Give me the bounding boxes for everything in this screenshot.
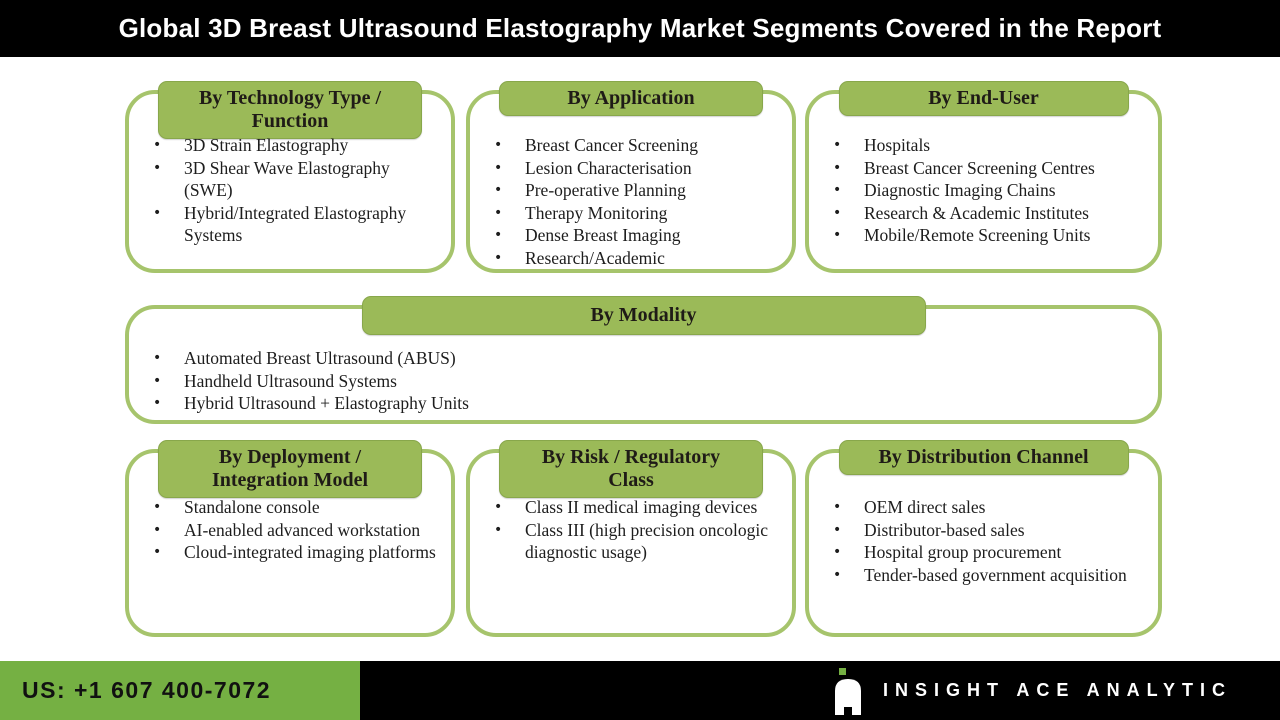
- segment-list-deployment: Standalone console AI-enabled advanced w…: [129, 496, 451, 564]
- list-item: Therapy Monitoring: [470, 202, 778, 225]
- list-item: Tender-based government acquisition: [809, 564, 1144, 587]
- footer-bar: US: +1 607 400-7072 INSIGHT ACE ANALYTIC: [0, 661, 1280, 720]
- segment-list-technology-type: 3D Strain Elastography 3D Shear Wave Ela…: [129, 134, 451, 247]
- list-item: Hospitals: [809, 134, 1144, 157]
- segment-header-modality: By Modality: [361, 296, 926, 335]
- segment-header-risk-class: By Risk / Regulatory Class: [499, 440, 763, 498]
- list-item: Class II medical imaging devices: [470, 496, 778, 519]
- list-item: Research/Academic: [470, 247, 778, 270]
- list-item: Cloud-integrated imaging platforms: [129, 541, 437, 564]
- brand-name: INSIGHT ACE ANALYTIC: [882, 680, 1232, 700]
- segment-header-deployment: By Deployment / Integration Model: [158, 440, 422, 498]
- list-item: Breast Cancer Screening: [470, 134, 778, 157]
- segment-box-distribution: By Distribution Channel OEM direct sales…: [805, 440, 1162, 637]
- insight-ace-logo-icon: [834, 667, 861, 715]
- list-item: OEM direct sales: [809, 496, 1144, 519]
- segment-box-technology-type: By Technology Type / Function 3D Strain …: [125, 81, 455, 273]
- list-item: Handheld Ultrasound Systems: [129, 370, 1144, 393]
- segment-list-end-user: Hospitals Breast Cancer Screening Centre…: [809, 134, 1158, 247]
- segment-box-application: By Application Breast Cancer Screening L…: [466, 81, 796, 273]
- list-item: AI-enabled advanced workstation: [129, 519, 437, 542]
- segment-box-end-user: By End-User Hospitals Breast Cancer Scre…: [805, 81, 1162, 273]
- list-item: Hybrid/Integrated Elastography Systems: [129, 202, 437, 247]
- list-item: Hybrid Ultrasound + Elastography Units: [129, 392, 1144, 415]
- list-item: Dense Breast Imaging: [470, 224, 778, 247]
- list-item: Mobile/Remote Screening Units: [809, 224, 1144, 247]
- segment-box-modality: By Modality Automated Breast Ultrasound …: [125, 296, 1162, 424]
- segment-list-risk-class: Class II medical imaging devices Class I…: [470, 496, 792, 564]
- list-item: Diagnostic Imaging Chains: [809, 179, 1144, 202]
- segment-list-modality: Automated Breast Ultrasound (ABUS) Handh…: [129, 347, 1158, 415]
- segment-header-end-user: By End-User: [838, 81, 1129, 116]
- segment-header-application: By Application: [499, 81, 763, 116]
- segment-header-distribution: By Distribution Channel: [838, 440, 1129, 475]
- list-item: Class III (high precision oncologic diag…: [470, 519, 778, 564]
- title-bar: Global 3D Breast Ultrasound Elastography…: [0, 0, 1280, 57]
- list-item: 3D Shear Wave Elastography (SWE): [129, 157, 437, 202]
- segment-header-technology-type: By Technology Type / Function: [158, 81, 422, 139]
- list-item: Distributor-based sales: [809, 519, 1144, 542]
- footer-contact-block: US: +1 607 400-7072: [0, 661, 360, 720]
- list-item: Standalone console: [129, 496, 437, 519]
- list-item: Hospital group procurement: [809, 541, 1144, 564]
- phone-number: US: +1 607 400-7072: [22, 677, 272, 703]
- segment-box-risk-class: By Risk / Regulatory Class Class II medi…: [466, 440, 796, 637]
- list-item: Lesion Characterisation: [470, 157, 778, 180]
- footer-brand-block: INSIGHT ACE ANALYTIC: [829, 661, 1232, 720]
- list-item: Breast Cancer Screening Centres: [809, 157, 1144, 180]
- list-item: 3D Strain Elastography: [129, 134, 437, 157]
- segment-list-distribution: OEM direct sales Distributor-based sales…: [809, 496, 1158, 586]
- segment-list-application: Breast Cancer Screening Lesion Character…: [470, 134, 792, 269]
- list-item: Research & Academic Institutes: [809, 202, 1144, 225]
- page-title: Global 3D Breast Ultrasound Elastography…: [118, 13, 1162, 43]
- list-item: Pre-operative Planning: [470, 179, 778, 202]
- list-item: Automated Breast Ultrasound (ABUS): [129, 347, 1144, 370]
- segment-box-deployment: By Deployment / Integration Model Standa…: [125, 440, 455, 637]
